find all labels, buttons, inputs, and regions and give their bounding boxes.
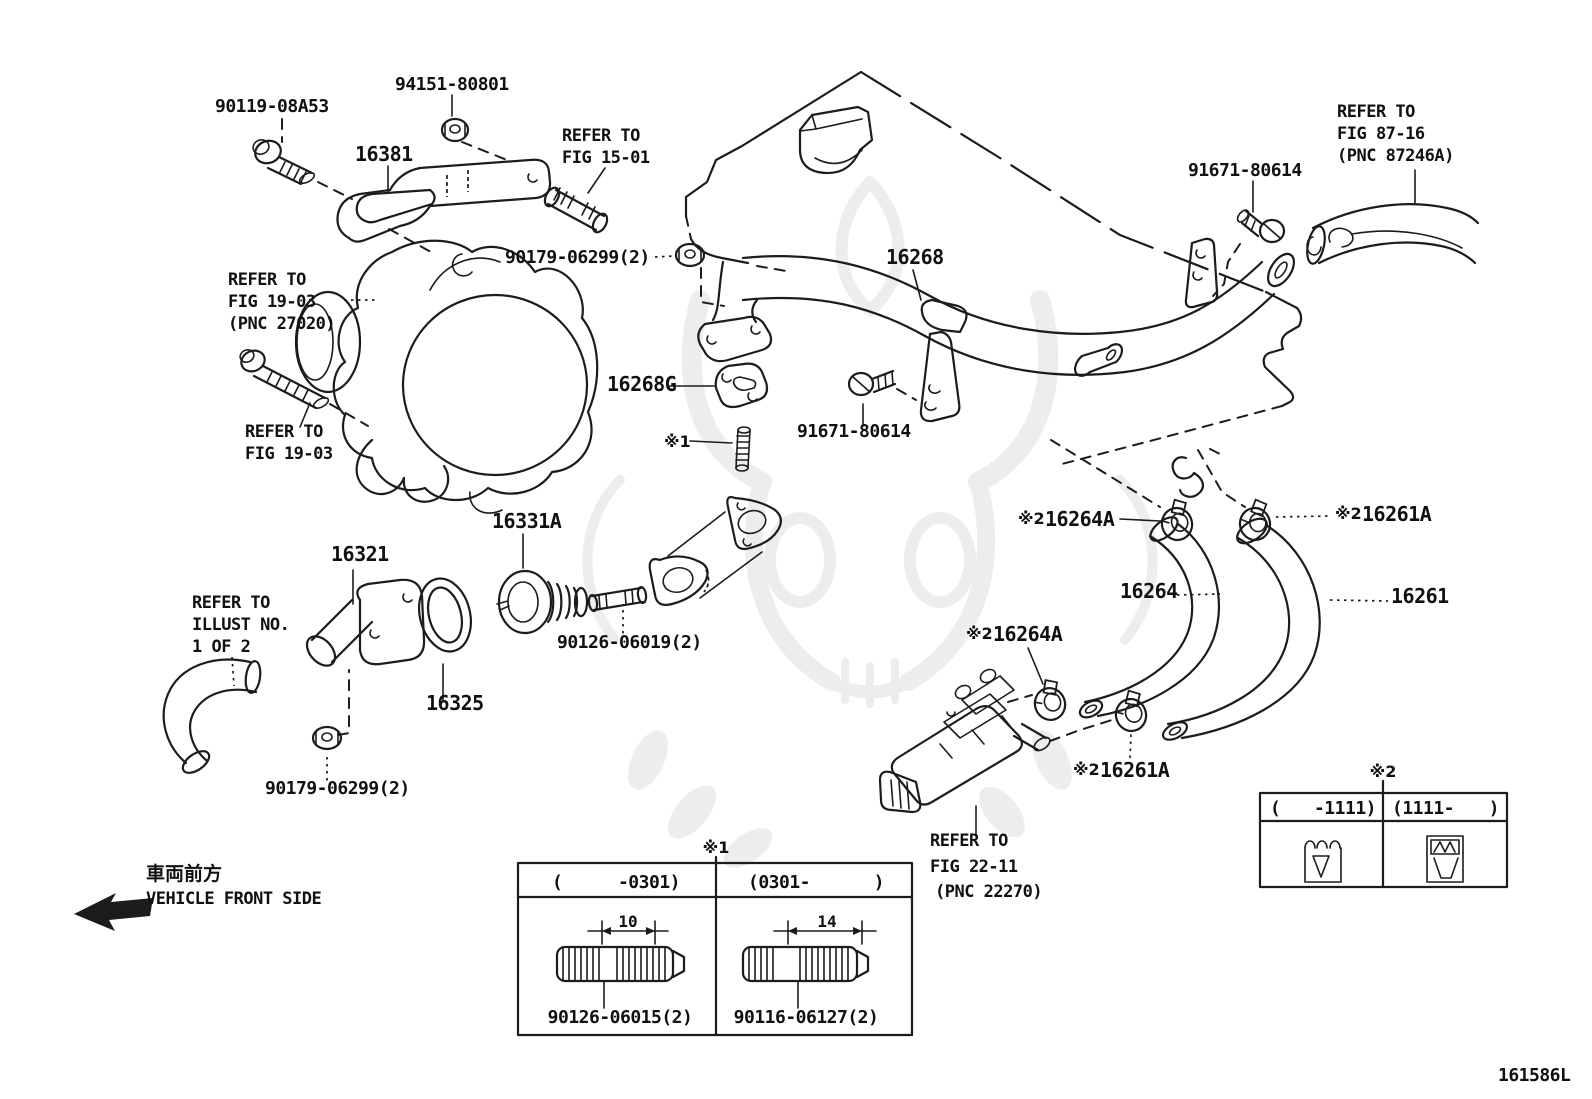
part-label-90179-06299-bottom[interactable]: 90179-06299(2) [265, 778, 410, 799]
part-label-16261a-top[interactable]: 16261A [1362, 502, 1432, 526]
star2-col1-open: ( [1270, 798, 1280, 819]
nut-90179-top-drawing [674, 242, 706, 268]
water-pump-drawing [294, 239, 599, 514]
hose-illust-drawing [162, 658, 262, 774]
refer-fig-22-11-line2: FIG 22-11 [930, 857, 1018, 877]
refer-fig-19-03a-line1: REFER TO [228, 270, 306, 290]
dash-leader-clamp1 [1050, 439, 1161, 508]
refer-fig-15-01-line1: REFER TO [562, 126, 640, 146]
bolt-91671-mid-drawing [847, 369, 897, 397]
part-label-90126-06019[interactable]: 90126-06019(2) [557, 632, 702, 653]
refer-fig-22-11-line1: REFER TO [930, 831, 1008, 851]
stud-fig1501-drawing [543, 186, 609, 234]
stud-90116-06127-drawing [741, 920, 877, 1009]
part-label-16325[interactable]: 16325 [426, 691, 484, 715]
star1-col2-close: ) [874, 872, 884, 893]
callout-labels: 90119-08A53 94151-80801 16381 REFER TO F… [192, 74, 1454, 902]
refer-fig-15-01-line2: FIG 15-01 [562, 148, 650, 168]
thermostat-16331a-drawing [496, 569, 589, 635]
part-label-91671-80614-mid[interactable]: 91671-80614 [797, 421, 912, 442]
bolt-90119-drawing [252, 139, 316, 186]
star2-table-title: ※2 [1370, 762, 1397, 781]
part-label-91671-80614-top[interactable]: 91671-80614 [1188, 160, 1303, 181]
refer-illust-line1: REFER TO [192, 593, 270, 613]
refer-fig-19-03a-line2: FIG 19-03 [228, 292, 316, 312]
part-label-16264a-top[interactable]: 16264A [1045, 507, 1115, 531]
part-label-16261a-bottom[interactable]: 16261A [1100, 758, 1170, 782]
refer-fig-87-16-line2: FIG 87-16 [1337, 124, 1425, 144]
hose-87246a-drawing [1306, 203, 1480, 265]
dash-leader-clamp2 [1197, 449, 1246, 508]
star1-col1-close: -0301) [618, 872, 680, 893]
clamp-16264a-bottom-drawing [1026, 675, 1071, 726]
bypass-pipe-16268-drawing [697, 237, 1296, 472]
clamp-type2-icon [1426, 835, 1464, 883]
star2-prefix-16261a-top: ※2 [1335, 504, 1362, 523]
watermark-graphic [582, 176, 1158, 868]
stud-90126-06019-drawing [587, 585, 648, 613]
star1-variant-table: ※1 ( -0301) (0301- ) 10 90126-06015(2) [516, 838, 914, 1037]
part-label-90126-06015[interactable]: 90126-06015(2) [548, 1007, 693, 1028]
part-label-16321[interactable]: 16321 [331, 542, 390, 566]
stud-star1-drawing [735, 426, 751, 472]
star1-callout: ※1 [664, 432, 691, 451]
leader-lines [231, 94, 1416, 837]
refer-fig-19-03b-line1: REFER TO [245, 422, 323, 442]
nut-94151-drawing [440, 117, 470, 143]
refer-illust-line3: 1 OF 2 [192, 637, 250, 657]
star2-prefix-16264a-top: ※2 [1018, 509, 1045, 528]
part-label-16264[interactable]: 16264 [1120, 579, 1179, 603]
part-label-16261[interactable]: 16261 [1391, 584, 1450, 608]
star2-prefix-16264a-mid: ※2 [966, 624, 993, 643]
valve-assembly-drawing [878, 668, 1113, 814]
refer-fig-87-16-line1: REFER TO [1337, 102, 1415, 122]
gasket-16325-drawing [418, 577, 472, 653]
drawing-number: 161586L [1498, 1065, 1571, 1086]
clamp-16261a-bottom-drawing [1109, 686, 1151, 736]
star2-col2-close: ) [1489, 798, 1499, 819]
front-side-label-jp: 車両前方 [146, 862, 222, 885]
hose-16261-drawing [1161, 517, 1321, 741]
part-label-16331a[interactable]: 16331A [492, 509, 562, 533]
refer-fig-22-11-line3: (PNC 22270) [935, 882, 1042, 902]
star1-col1-open: ( [552, 872, 562, 893]
part-label-16381[interactable]: 16381 [355, 142, 414, 166]
part-label-16268g[interactable]: 16268G [607, 372, 677, 396]
star2-col2-open: (1111- [1392, 798, 1454, 819]
water-outlet-housing-drawing [648, 495, 782, 607]
vehicle-front-note: 車両前方 VEHICLE FRONT SIDE [74, 862, 322, 931]
refer-illust-line2: ILLUST NO. [192, 615, 289, 635]
part-label-90116-06127[interactable]: 90116-06127(2) [734, 1007, 879, 1028]
part-label-90119-08a53[interactable]: 90119-08A53 [215, 96, 329, 117]
bolt-91671-top-drawing [1236, 209, 1286, 244]
part-label-94151-80801[interactable]: 94151-80801 [395, 74, 509, 95]
front-side-label-en: VEHICLE FRONT SIDE [146, 889, 321, 909]
star2-prefix-16261a-bottom: ※2 [1073, 760, 1100, 779]
front-direction-arrow-icon [74, 893, 153, 931]
star2-col1-close: -1111) [1314, 798, 1376, 819]
gasket-16268g-drawing [714, 362, 769, 409]
water-inlet-16321-drawing [305, 578, 426, 667]
hook-clip-drawing [1171, 448, 1225, 498]
refer-fig-19-03a-line3: (PNC 27020) [228, 314, 335, 334]
refer-fig-87-16-line3: (PNC 87246A) [1337, 146, 1454, 166]
bracket-16381-drawing [336, 158, 552, 243]
engine-block-drawing [684, 70, 1463, 466]
star1-col2-dim: 14 [817, 912, 836, 931]
part-label-16264a-mid[interactable]: 16264A [993, 622, 1063, 646]
star1-col1-dim: 10 [618, 912, 637, 931]
part-label-90179-06299-top[interactable]: 90179-06299(2) [505, 247, 650, 268]
clamp-type1-icon [1304, 840, 1342, 883]
star2-variant-table: ※2 ( -1111) (1111- ) [1258, 762, 1509, 889]
star1-col2-open: (0301- [748, 872, 810, 893]
stud-90126-06015-drawing [555, 920, 686, 1009]
star1-table-title: ※1 [703, 838, 730, 857]
refer-fig-19-03b-line2: FIG 19-03 [245, 444, 333, 464]
part-label-16268[interactable]: 16268 [886, 245, 944, 269]
nut-90179-bottom-drawing [311, 725, 343, 751]
bolt-refer-1903-drawing [239, 349, 330, 410]
